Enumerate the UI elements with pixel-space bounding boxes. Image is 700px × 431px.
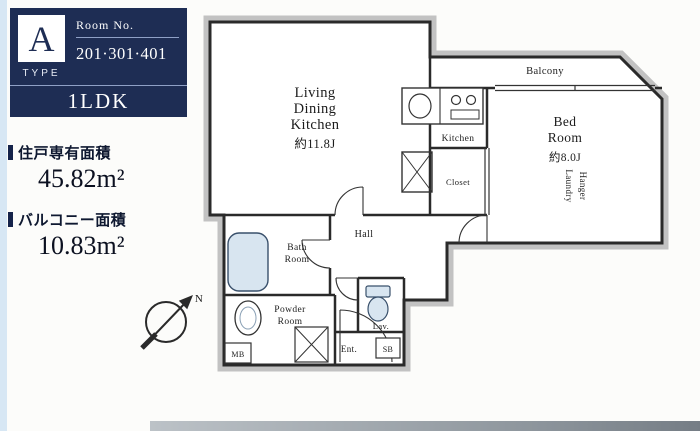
room-number-label: Room No. bbox=[76, 18, 179, 38]
closet-label: Closet bbox=[446, 177, 470, 187]
bath-door-icon bbox=[301, 239, 331, 269]
unit-area-label: 住戸専有面積 bbox=[18, 145, 112, 162]
plan-type-label: 1LDK bbox=[10, 85, 187, 117]
ldk-label: Living bbox=[294, 85, 335, 101]
lav-door-icon bbox=[335, 277, 359, 301]
bath-label: Bath bbox=[287, 243, 307, 253]
powder-room-label: Powder bbox=[274, 305, 306, 315]
bedroom-label: Bed bbox=[554, 114, 577, 129]
type-word: TYPE bbox=[22, 68, 61, 79]
bathtub-icon bbox=[227, 232, 269, 292]
ldk-label: Kitchen bbox=[291, 117, 340, 133]
bath-label: Room bbox=[285, 255, 310, 265]
toilet-tank-icon bbox=[365, 285, 391, 298]
balcony-area-label-row: バルコニー面積 bbox=[8, 209, 213, 230]
ldk-size-label: 約11.8J bbox=[294, 136, 335, 151]
door-arcs bbox=[301, 186, 488, 363]
bottom-photo-edge bbox=[150, 421, 700, 431]
label-bar-icon bbox=[8, 212, 13, 227]
bedroom-door-icon bbox=[458, 214, 488, 244]
compass-arrowhead-icon bbox=[178, 295, 193, 310]
refrigerator-cross bbox=[401, 151, 433, 193]
closet-door-icon bbox=[484, 148, 490, 215]
compass: N bbox=[140, 293, 203, 350]
burner-icon bbox=[450, 94, 462, 106]
bedroom-size-label: 約8.0J bbox=[549, 150, 581, 164]
label-bar-icon bbox=[8, 145, 13, 160]
kitchen-label: Kitchen bbox=[442, 134, 475, 144]
room-number-block: Room No. 201·301·401 bbox=[76, 18, 179, 64]
shoe-box-label: SB bbox=[383, 345, 394, 354]
ldk-label: Dining bbox=[294, 101, 337, 117]
left-edge-strip bbox=[0, 0, 7, 431]
shoe-box-icon bbox=[375, 337, 401, 359]
type-letter: A bbox=[28, 18, 55, 59]
washer-cross bbox=[294, 326, 329, 363]
balcony-area-value: 10.83m² bbox=[38, 231, 125, 260]
washer-space-icon bbox=[294, 326, 329, 363]
plan-outline bbox=[208, 20, 664, 367]
balcony-area-label: バルコニー面積 bbox=[18, 212, 127, 229]
type-letter-box: A bbox=[18, 15, 65, 62]
bedroom-label: Room bbox=[548, 130, 583, 145]
balcony-window-icon bbox=[495, 84, 655, 92]
meter-box-icon bbox=[224, 342, 252, 364]
meter-box-label: MB bbox=[231, 350, 244, 359]
laundry-hanger-label: Laundry bbox=[564, 169, 574, 202]
lav-label: Lav. bbox=[373, 321, 389, 331]
room-labels: Living Dining Kitchen 約11.8J Kitchen Bal… bbox=[231, 66, 588, 359]
north-label: N bbox=[195, 293, 203, 305]
fixtures bbox=[224, 87, 484, 364]
washbasin-bowl bbox=[239, 306, 257, 330]
stove-icon bbox=[450, 109, 480, 120]
refrigerator-space-icon bbox=[401, 151, 433, 193]
unit-area-label-row: 住戸専有面積 bbox=[8, 142, 213, 163]
room-number-value: 201·301·401 bbox=[76, 44, 167, 63]
balcony-label: Balcony bbox=[526, 66, 564, 77]
laundry-hanger-label: Hanger bbox=[578, 172, 588, 201]
hall-label: Hall bbox=[355, 229, 374, 240]
kitchen-counter-icon bbox=[401, 87, 484, 125]
sink-icon bbox=[408, 93, 432, 119]
toilet-bowl-icon bbox=[367, 296, 389, 322]
ldk-door-icon bbox=[334, 186, 364, 216]
area-figures: 住戸専有面積 45.82m² バルコニー面積 10.83m² bbox=[8, 142, 213, 276]
powder-room-label: Room bbox=[278, 317, 303, 327]
compass-circle bbox=[145, 301, 187, 343]
washbasin-icon bbox=[234, 300, 262, 336]
compass-tail bbox=[140, 332, 158, 350]
burner-icon bbox=[465, 94, 477, 106]
unit-area-value: 45.82m² bbox=[38, 164, 125, 193]
entrance-label: Ent. bbox=[341, 344, 357, 354]
type-badge: A TYPE Room No. 201·301·401 1LDK bbox=[10, 8, 187, 117]
